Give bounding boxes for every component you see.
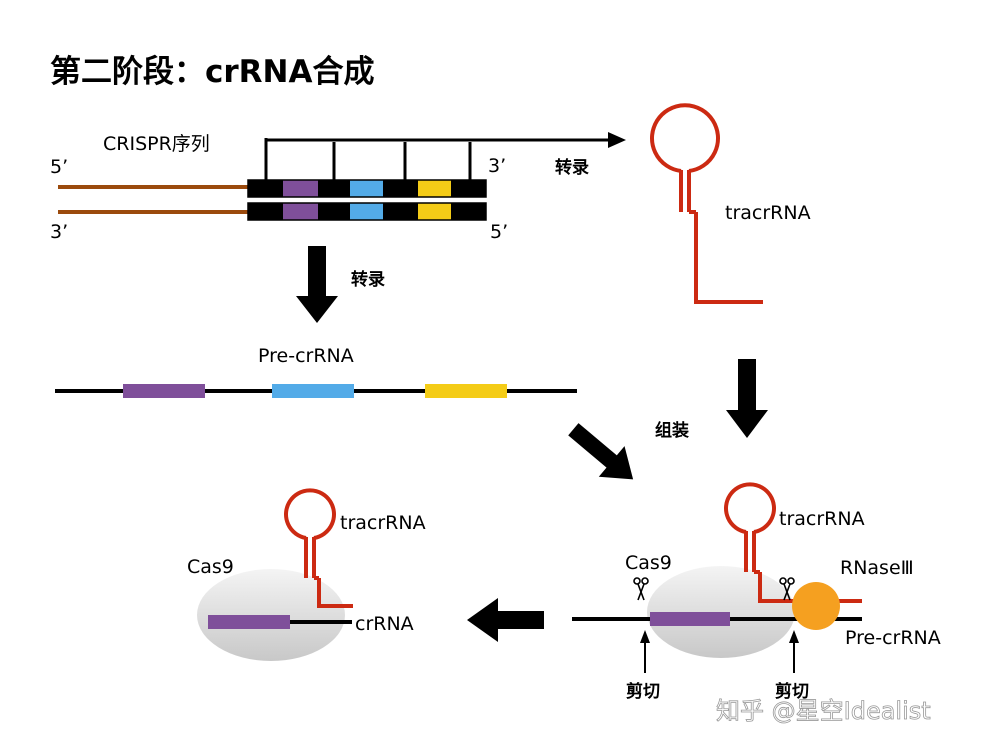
cas9-right-label: Cas9 (625, 552, 672, 574)
tracrrna-complex-left (284, 488, 353, 608)
tracrrna-left-label: tracrRNA (340, 512, 426, 534)
spacer-yellow-block (418, 203, 451, 220)
repeat-block (318, 203, 350, 220)
crispr-locus: CRISPR序列 5’ 3’ 3’ 5’ (50, 132, 626, 243)
transcription-arrowhead (608, 132, 626, 148)
bottom-3prime-label: 3’ (50, 221, 68, 243)
page-title: 第二阶段：crRNA合成 (50, 54, 374, 90)
tracrrna-right-label: tracrRNA (779, 508, 865, 530)
transcription-label-right: 转录 (555, 157, 589, 178)
spacer-purple-segment (123, 384, 205, 398)
down-arrow-transcription (296, 246, 338, 323)
scissors-icon (633, 577, 649, 601)
repeat-block (383, 203, 418, 220)
assembly-label: 组装 (655, 420, 689, 441)
tracrrna-top (650, 103, 763, 304)
spacer-yellow-segment (425, 384, 507, 398)
cut-arrow-right (789, 630, 799, 673)
pre-crrna-transcript (55, 384, 577, 398)
left-arrow-result (467, 598, 544, 642)
cut-left-label: 剪切 (626, 681, 660, 702)
cut-arrow-left (640, 630, 650, 673)
repeat-block (451, 203, 486, 220)
strand-outline-bottom (247, 202, 487, 221)
repeat-block (318, 180, 350, 197)
repeat-block (248, 203, 283, 220)
spacer-purple-in-complex (650, 612, 730, 626)
bottom-5prime-label: 5’ (490, 221, 508, 243)
pre-crrna-top-label: Pre-crRNA (258, 345, 354, 367)
transcription-label-down: 转录 (351, 269, 385, 290)
spacer-blue-block (350, 180, 383, 197)
top-3prime-label: 3’ (488, 155, 506, 177)
spacer-purple-block (283, 180, 318, 197)
top-5prime-label: 5’ (50, 156, 68, 178)
diagonal-arrow-assembly (568, 423, 634, 480)
transcription-bracket (264, 138, 612, 180)
spacer-blue-block (350, 203, 383, 220)
down-arrow-right (726, 359, 768, 438)
cut-right-label: 剪切 (775, 681, 809, 702)
spacer-purple-crrna (208, 615, 290, 629)
repeat-block (451, 180, 486, 197)
rnase-iii-enzyme (792, 582, 840, 630)
strand-outline-top (247, 179, 487, 198)
watermark: 知乎 @星空Idealist (716, 697, 931, 725)
repeat-block (383, 180, 418, 197)
tracrrna-top-label: tracrRNA (725, 202, 811, 224)
pre-crrna-bottom-label: Pre-crRNA (845, 627, 941, 649)
spacer-purple-block (283, 203, 318, 220)
cas9-left-label: Cas9 (187, 556, 234, 578)
crispr-label: CRISPR序列 (103, 133, 210, 155)
spacer-blue-segment (272, 384, 354, 398)
crrna-label: crRNA (355, 613, 414, 635)
repeat-block (248, 180, 283, 197)
spacer-yellow-block (418, 180, 451, 197)
scissors-icon (779, 577, 795, 601)
rnase-label: RNaseⅢ (840, 557, 914, 579)
